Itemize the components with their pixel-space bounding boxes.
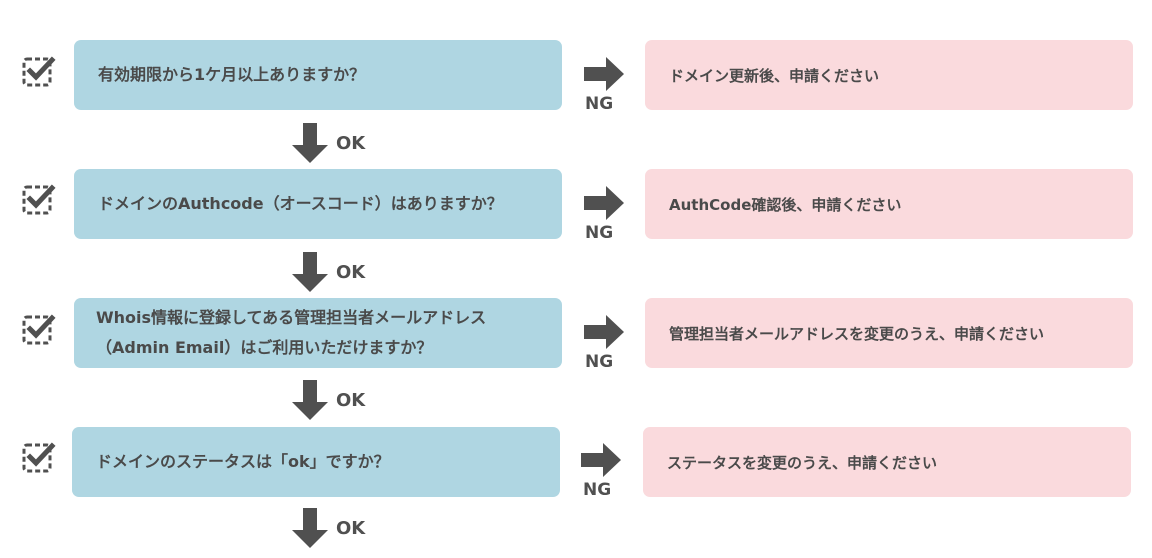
ng-label: NG: [585, 352, 614, 372]
ng-action-text: ステータスを変更のうえ、申請ください: [667, 453, 938, 472]
arrow-right-icon: [584, 186, 624, 220]
arrow-down-icon: [292, 508, 328, 548]
arrow-right-icon: [584, 315, 624, 349]
question-box-1: 有効期限から1ケ月以上ありますか？: [74, 40, 562, 110]
ok-label: OK: [336, 390, 366, 411]
arrow-down-icon: [292, 123, 328, 163]
question-text: ドメインのステータスは「ok」ですか？: [96, 452, 390, 471]
question-text-line2: （Admin Email）はご利用いただけますか？: [96, 338, 433, 357]
ok-label: OK: [336, 133, 366, 154]
checkbox-checked-icon: [22, 314, 56, 345]
question-box-3: Whois情報に登録してある管理担当者メールアドレス （Admin Email）…: [74, 298, 562, 368]
checkbox-checked-icon: [22, 184, 56, 215]
question-text: 有効期限から1ケ月以上ありますか？: [98, 65, 366, 84]
question-box-2: ドメインのAuthcode（オースコード）はありますか？: [74, 169, 562, 239]
arrow-down-icon: [292, 380, 328, 420]
question-text-line1: Whois情報に登録してある管理担当者メールアドレス: [96, 308, 487, 327]
ng-label: NG: [585, 223, 614, 243]
question-text: ドメインのAuthcode（オースコード）はありますか？: [98, 194, 503, 213]
ng-label: NG: [585, 94, 614, 114]
ok-label: OK: [336, 262, 366, 283]
ng-label: NG: [583, 480, 612, 500]
ng-action-box-3: 管理担当者メールアドレスを変更のうえ、申請ください: [645, 298, 1133, 368]
ng-action-box-1: ドメイン更新後、申請ください: [645, 40, 1133, 110]
checkbox-checked-icon: [22, 442, 56, 473]
arrow-right-icon: [581, 443, 621, 477]
ng-action-text: 管理担当者メールアドレスを変更のうえ、申請ください: [669, 324, 1045, 343]
ng-action-box-4: ステータスを変更のうえ、申請ください: [643, 427, 1131, 497]
ok-label: OK: [336, 518, 366, 539]
checkbox-checked-icon: [22, 56, 56, 87]
ng-action-box-2: AuthCode確認後、申請ください: [645, 169, 1133, 239]
ng-action-text: ドメイン更新後、申請ください: [669, 66, 880, 85]
arrow-down-icon: [292, 252, 328, 292]
ng-action-text: AuthCode確認後、申請ください: [669, 195, 902, 214]
question-box-4: ドメインのステータスは「ok」ですか？: [72, 427, 560, 497]
arrow-right-icon: [584, 57, 624, 91]
